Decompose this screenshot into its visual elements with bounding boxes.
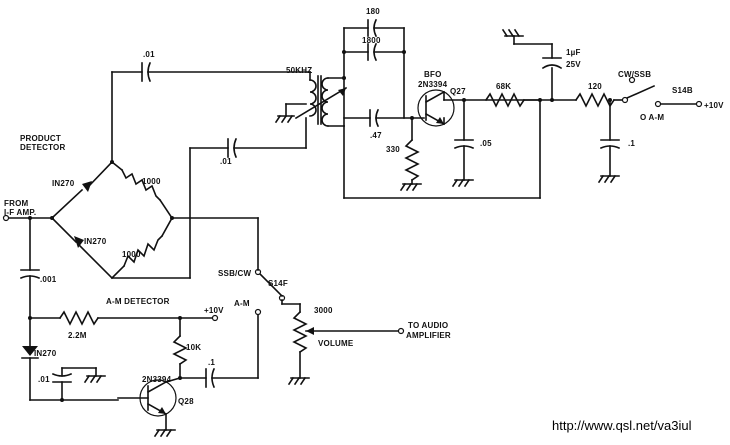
label-bfo-part: 2N3394 <box>418 80 448 89</box>
label-cap-180: 180 <box>366 7 380 16</box>
label-am: A-M <box>234 299 250 308</box>
coupling-cap-top <box>111 61 311 163</box>
am-detector <box>19 269 259 438</box>
transformer-50khz <box>274 75 348 127</box>
label-volume: VOLUME <box>318 339 354 348</box>
label-q28-part: 2N3394 <box>142 375 172 384</box>
label-cap-01-top: .01 <box>143 50 155 59</box>
bfo-bias <box>451 92 577 188</box>
label-from-if-line1: FROM <box>4 199 28 208</box>
label-cap-01-low: .01 <box>38 375 50 384</box>
label-res-10k: 10K <box>186 343 201 352</box>
label-diode-in270-am: IN270 <box>34 349 57 358</box>
label-product-detector-line2: DETECTOR <box>20 143 65 152</box>
label-cap-001: .001 <box>40 275 57 284</box>
label-cap-47: .47 <box>370 131 382 140</box>
label-cap-1800: 1800 <box>362 36 381 45</box>
label-diode-in270-bottom: IN270 <box>84 237 107 246</box>
label-plus10v-right: +10V <box>704 101 724 110</box>
label-cw-ssb: CW/SSB <box>618 70 651 79</box>
label-res-22m: 2.2M <box>68 331 87 340</box>
mode-switch-and-volume <box>254 268 405 386</box>
label-s14f: S14F <box>268 279 288 288</box>
label-cap-1: .1 <box>628 139 635 148</box>
label-from-if-line2: I-F AMP. <box>4 208 36 217</box>
label-cap-1uf: 1µF <box>566 48 581 57</box>
label-q27: Q27 <box>450 87 466 96</box>
label-res-330: 330 <box>386 145 400 154</box>
label-o-am: O A-M <box>640 113 664 122</box>
label-product-detector-line1: PRODUCT <box>20 134 61 143</box>
input-wiring <box>2 214 53 271</box>
label-cap-1uf-voltage: 25V <box>566 60 581 69</box>
label-res-1000-bottom: 1000 <box>122 250 141 259</box>
supply-filter <box>574 76 703 184</box>
label-bfo: BFO <box>424 70 442 79</box>
product-detector-bridge <box>50 147 259 280</box>
label-s14b: S14B <box>672 86 693 95</box>
label-cap-1-low: .1 <box>208 358 215 367</box>
coupling-cap-mid <box>189 117 307 159</box>
label-cap-05: .05 <box>480 139 492 148</box>
source-url: http://www.qsl.net/va3iul <box>552 418 692 433</box>
label-res-120: 120 <box>588 82 602 91</box>
label-q28: Q28 <box>178 397 194 406</box>
label-ssb-cw: SSB/CW <box>218 269 251 278</box>
return-loop <box>343 99 541 199</box>
component-labels: 180 1800 .01 50KHZ BFO 2N3394 Q27 .47 33… <box>4 7 724 406</box>
label-cap-01-mid: .01 <box>220 157 232 166</box>
label-xfmr-50khz: 50KHZ <box>286 66 312 75</box>
label-to-audio-line2: AMPLIFIER <box>406 331 451 340</box>
label-res-68k: 68K <box>496 82 511 91</box>
label-am-detector: A-M DETECTOR <box>106 297 170 306</box>
label-plus10v-mid: +10V <box>204 306 224 315</box>
feedback-caps <box>342 18 406 127</box>
bfo-stage <box>343 89 541 192</box>
label-diode-in270-top: IN270 <box>52 179 75 188</box>
label-res-1000-top: 1000 <box>142 177 161 186</box>
cap-1uf <box>501 28 563 101</box>
label-res-3000: 3000 <box>314 306 333 315</box>
label-to-audio-line1: TO AUDIO <box>408 321 448 330</box>
